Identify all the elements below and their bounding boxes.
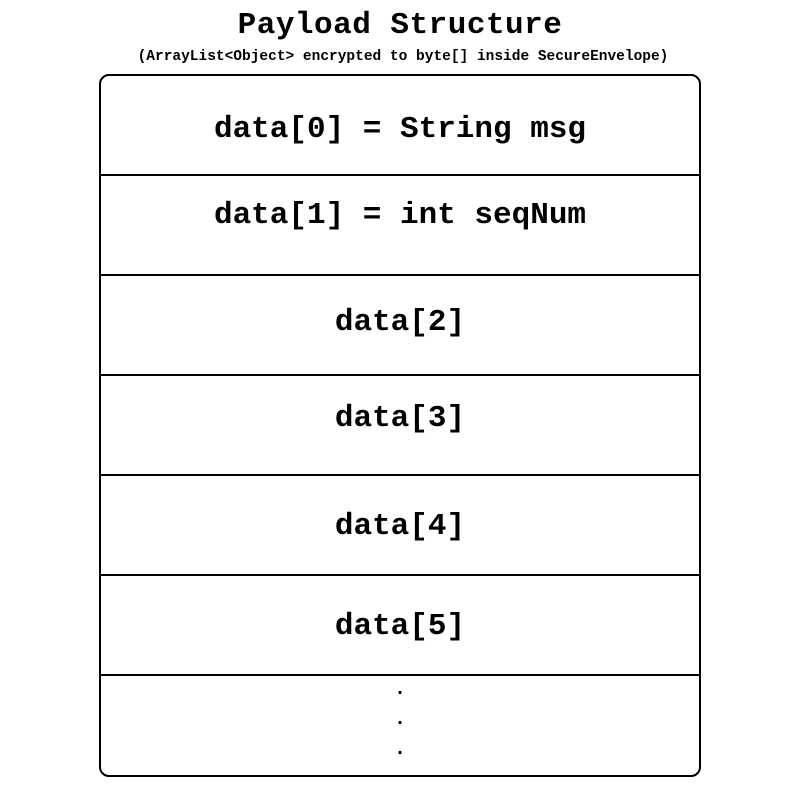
- cell-data-2: data[2]: [334, 304, 466, 340]
- cell-data-0: data[0] = String msg: [213, 111, 587, 147]
- ellipsis-dot: .: [393, 708, 406, 731]
- diagram-title: Payload Structure: [237, 8, 563, 43]
- cell-divider: [101, 474, 699, 476]
- cell-divider: [101, 374, 699, 376]
- cell-divider: [101, 574, 699, 576]
- payload-stack: data[0] = String msg data[1] = int seqNu…: [99, 74, 701, 777]
- cell-data-1: data[1] = int seqNum: [213, 197, 587, 233]
- cell-divider: [101, 274, 699, 276]
- diagram-subtitle: (ArrayList<Object> encrypted to byte[] i…: [137, 49, 669, 65]
- cell-data-4: data[4]: [334, 508, 466, 544]
- cell-divider: [101, 674, 699, 676]
- cell-data-3: data[3]: [334, 400, 466, 436]
- cell-data-5: data[5]: [334, 608, 466, 644]
- ellipsis-dot: .: [393, 738, 406, 761]
- ellipsis-dot: .: [393, 678, 406, 701]
- cell-divider: [101, 174, 699, 176]
